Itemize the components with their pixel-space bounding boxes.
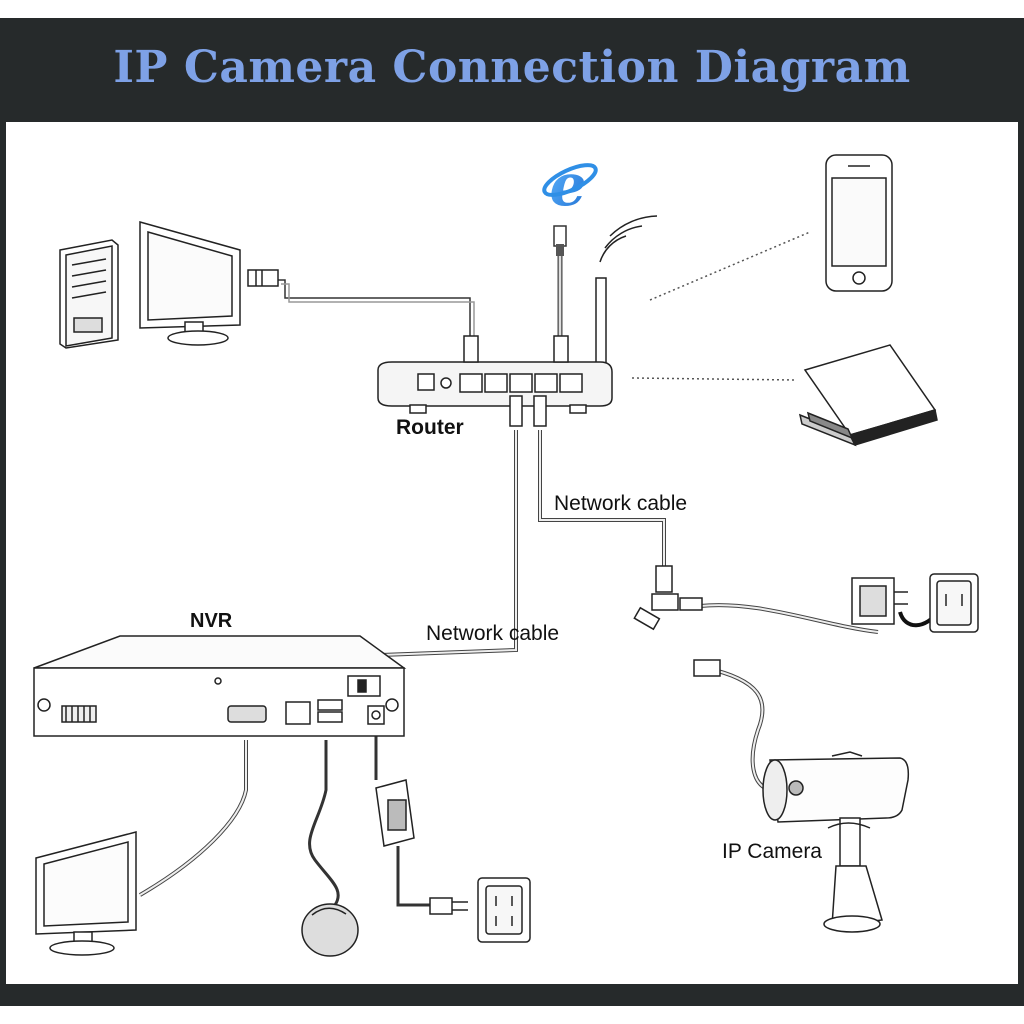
nvr-monitor: [35, 831, 137, 956]
frame-border-left: [0, 122, 6, 984]
wifi-link-laptop: [631, 377, 796, 381]
ip-camera-label: IP Camera: [722, 840, 822, 863]
wifi-link-phone: [649, 231, 811, 301]
title-banner: IP Camera Connection Diagram: [0, 18, 1024, 122]
ethernet-plug-pc: [247, 269, 279, 287]
router-device: [377, 215, 658, 414]
internet-explorer-icon: e: [542, 151, 598, 256]
smartphone: [825, 154, 893, 292]
camera-pigtail-cable: [705, 666, 771, 792]
desktop-monitor: [139, 221, 241, 346]
ip-camera: [762, 751, 910, 933]
network-cable-label-lower: Network cable: [426, 622, 560, 645]
router-label: Router: [396, 416, 464, 439]
nvr-label: NVR: [190, 610, 233, 632]
desktop-pc: [59, 239, 119, 349]
nvr-device: [33, 635, 407, 737]
nvr-mouse-cable: [308, 740, 340, 906]
wall-outlet-camera: [929, 573, 979, 633]
router-connectors: [463, 335, 569, 427]
camera-power-adapter: [851, 577, 908, 625]
camera-pigtail-connectors: [633, 565, 721, 677]
pc-router-cable: [278, 279, 471, 340]
wall-outlet-nvr: [477, 877, 531, 943]
nvr-power-adapter: [375, 779, 468, 915]
network-cable-label-upper: Network cable: [554, 492, 688, 515]
frame-border-right: [1018, 122, 1024, 984]
mouse: [301, 903, 359, 957]
frame-border-bottom: [0, 984, 1024, 1006]
nvr-monitor-cable: [138, 740, 248, 897]
connection-diagram: e: [33, 151, 979, 957]
diagram-title: IP Camera Connection Diagram: [113, 42, 911, 93]
laptop: [798, 344, 938, 447]
